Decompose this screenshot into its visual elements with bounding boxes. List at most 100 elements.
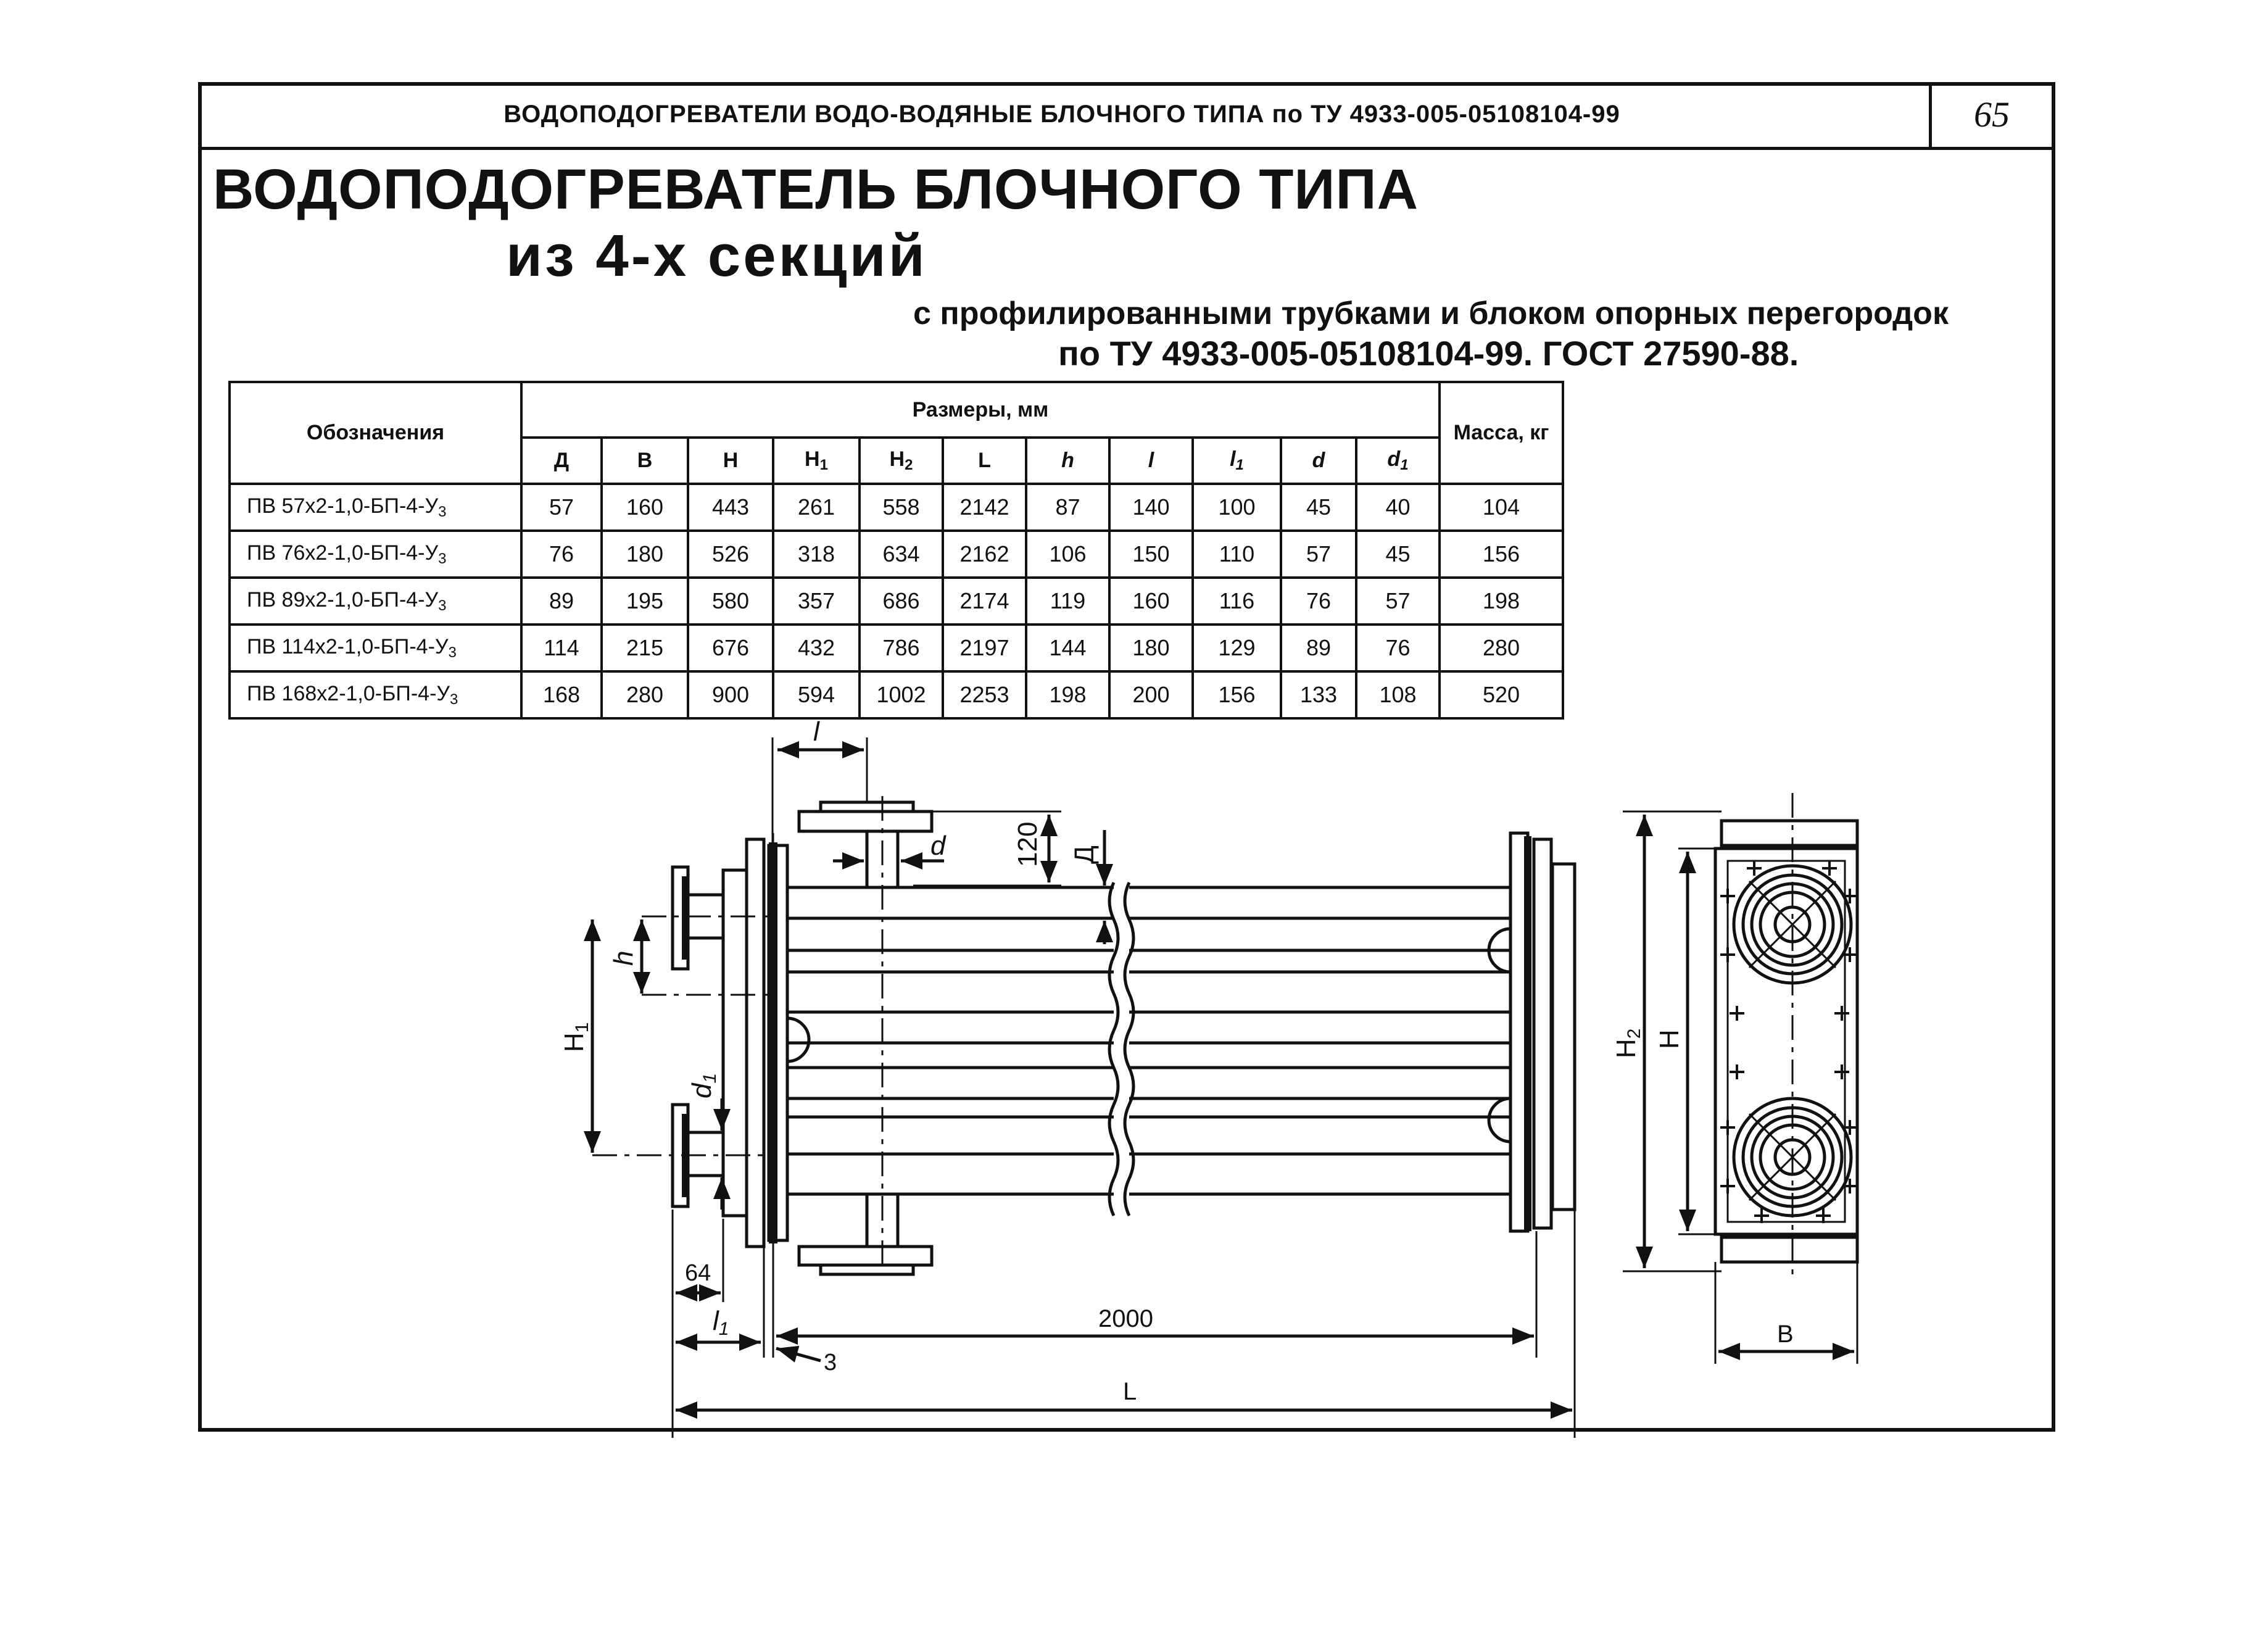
- designation-subscript: 3: [438, 597, 447, 614]
- label-H2-sub: 2: [1624, 1029, 1644, 1039]
- dimension-cell: 110: [1191, 529, 1282, 579]
- designation-text: ПВ 89х2-1,0-БП-4-У: [247, 587, 439, 612]
- bolt-marks: [1720, 861, 1857, 1223]
- label-d1: d1: [687, 1073, 720, 1098]
- top-nozzle-flange: [797, 810, 934, 833]
- dimension-cell: 261: [772, 483, 861, 532]
- dimension-cell: 57: [520, 483, 603, 532]
- dimension-cell: 580: [687, 576, 774, 626]
- document-description: с профилированными трубками и блоком опо…: [913, 296, 1949, 331]
- dimension-cell: 87: [1025, 483, 1111, 532]
- dimension-cell: 2253: [942, 670, 1027, 720]
- dimension-cell: 156: [1191, 670, 1282, 720]
- column-header-subscript: 1: [1400, 457, 1409, 473]
- designation-text: ПВ 168х2-1,0-БП-4-У: [247, 681, 450, 705]
- right-tube-sheet-inner: [1532, 837, 1553, 1230]
- label-L: L: [1123, 1378, 1137, 1405]
- column-header-subscript: 1: [1235, 457, 1244, 473]
- page-frame: [198, 82, 2055, 1432]
- label-64: 64: [685, 1260, 711, 1286]
- dimension-cell: 116: [1191, 576, 1282, 626]
- dimension-cell: 89: [520, 576, 603, 626]
- mass-cell: 198: [1438, 576, 1564, 626]
- dimension-cell: 318: [772, 529, 861, 579]
- top-nozzle-flange-rim: [819, 800, 915, 813]
- dimension-cell: 2197: [942, 623, 1027, 673]
- dimension-cell: 2162: [942, 529, 1027, 579]
- dimension-cell: 114: [520, 623, 603, 673]
- designation-subscript: 3: [448, 644, 457, 661]
- column-header-symbol: h: [1061, 449, 1074, 472]
- dimension-cell: 133: [1280, 670, 1357, 720]
- dimension-cell: 686: [858, 576, 944, 626]
- label-B: В: [1777, 1321, 1794, 1348]
- right-end-cap: [1551, 862, 1577, 1211]
- side-view: [584, 737, 1577, 1438]
- dimension-cell: 676: [687, 623, 774, 673]
- header-separator: [1929, 82, 1932, 147]
- dimension-cell: 180: [600, 529, 689, 579]
- designation-cell: ПВ 89х2-1,0-БП-4-У3: [228, 576, 523, 626]
- label-l1-sub: 1: [719, 1319, 729, 1339]
- designation-subscript: 3: [438, 550, 447, 567]
- column-header-symbol: l: [1230, 447, 1236, 471]
- designation-cell: ПВ 57х2-1,0-БП-4-У3: [228, 483, 523, 532]
- dimension-cell: 100: [1191, 483, 1282, 532]
- end-view: [1623, 793, 1859, 1364]
- dimension-cell: 57: [1280, 529, 1357, 579]
- column-header: l: [1108, 436, 1194, 485]
- label-H1-sub: 1: [572, 1023, 592, 1033]
- break-line-left: [1108, 881, 1120, 1217]
- column-header-symbol: Н: [723, 449, 739, 472]
- header-designation: Обозначения: [228, 381, 523, 485]
- column-header: h: [1025, 436, 1111, 485]
- label-H: Н: [1654, 1029, 1684, 1049]
- column-header: Н1: [772, 436, 861, 485]
- tube-bend-2: [1487, 927, 1511, 974]
- label-D: Д: [1069, 845, 1100, 864]
- label-3: 3: [824, 1350, 837, 1376]
- label-H1: Н1: [559, 1023, 592, 1052]
- dimension-cell: 215: [600, 623, 689, 673]
- label-d: d: [930, 831, 947, 861]
- dimension-cell: 108: [1355, 670, 1441, 720]
- right-gasket: [1524, 836, 1531, 1231]
- dimension-cell: 786: [858, 623, 944, 673]
- column-header-symbol: d: [1387, 447, 1401, 471]
- dimension-cell: 594: [772, 670, 861, 720]
- dimension-cell: 150: [1108, 529, 1194, 579]
- dimension-cell: 40: [1355, 483, 1441, 532]
- dimension-cell: 357: [772, 576, 861, 626]
- dimension-cell: 76: [520, 529, 603, 579]
- dimension-cell: 558: [858, 483, 944, 532]
- mass-cell: 156: [1438, 529, 1564, 579]
- dimension-cell: 76: [1280, 576, 1357, 626]
- dimension-cell: 634: [858, 529, 944, 579]
- label-2000: 2000: [1098, 1305, 1153, 1332]
- dim-3-leader: [776, 1345, 821, 1363]
- end-view-top-flange: [1720, 819, 1859, 847]
- label-120: 120: [1013, 822, 1043, 867]
- column-header: l1: [1191, 436, 1282, 485]
- designation-subscript: 3: [438, 503, 447, 520]
- dimension-cell: 2174: [942, 576, 1027, 626]
- centre-lines: [592, 796, 884, 1271]
- label-l1: l1: [713, 1306, 729, 1339]
- left-end-cap: [721, 868, 748, 1218]
- label-d1-sub: 1: [700, 1073, 720, 1084]
- column-header-subscript: 1: [819, 457, 828, 473]
- column-header: Н2: [858, 436, 944, 485]
- column-header: d1: [1355, 436, 1441, 485]
- dimension-cell: 900: [687, 670, 774, 720]
- document-subtitle: из 4-х секций: [506, 223, 927, 289]
- dimension-cell: 180: [1108, 623, 1194, 673]
- dimension-cell: 76: [1355, 623, 1441, 673]
- designation-text: ПВ 57х2-1,0-БП-4-У: [247, 494, 439, 518]
- mass-cell: 280: [1438, 623, 1564, 673]
